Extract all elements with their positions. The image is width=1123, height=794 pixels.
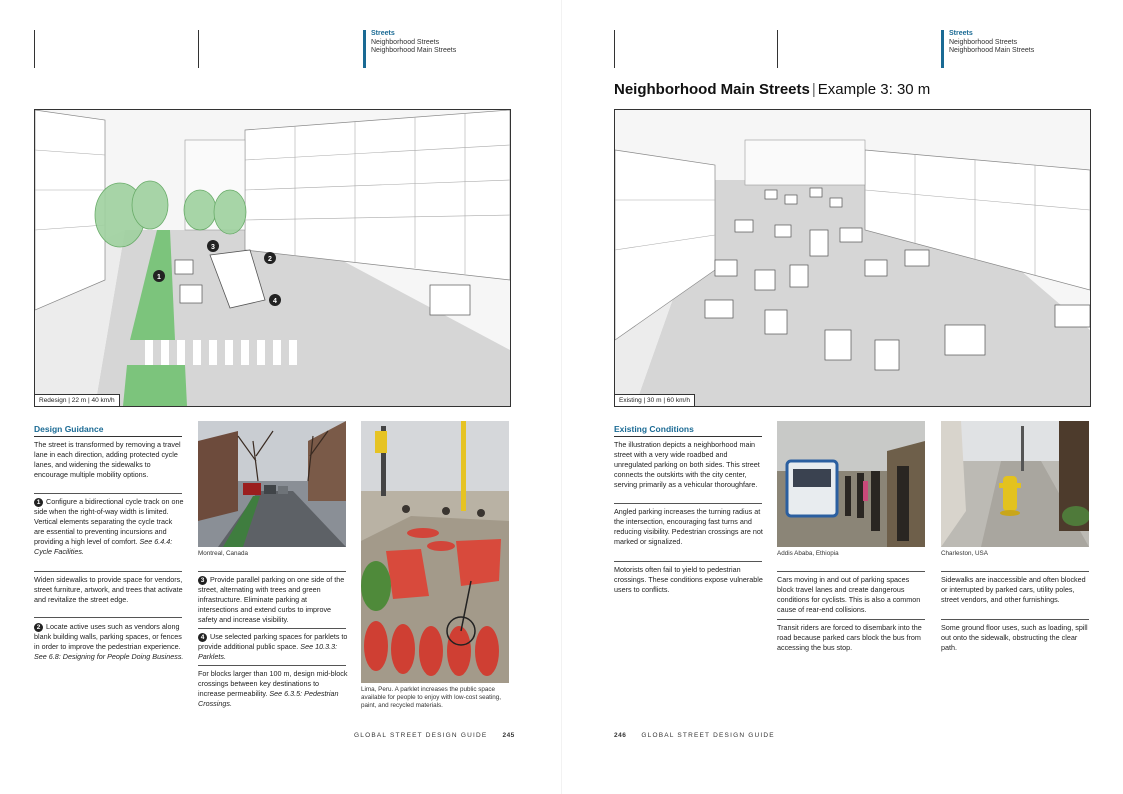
footer-right: 246 GLOBAL STREET DESIGN GUIDE	[614, 732, 775, 739]
illustration-caption: Redesign | 22 m | 40 km/h	[35, 394, 120, 406]
existing-illustration: Existing | 30 m | 60 km/h	[614, 109, 1091, 407]
title-main: Neighborhood Main Streets	[614, 81, 810, 98]
divider	[198, 628, 346, 629]
addis-text-2: Transit riders are forced to disembark i…	[777, 623, 922, 652]
header-rule	[614, 30, 615, 68]
charleston-text-1: Sidewalks are inaccessible and often blo…	[941, 575, 1086, 604]
svg-text:4: 4	[273, 298, 277, 305]
header-rule	[777, 30, 778, 68]
crumb-streets[interactable]: Streets	[371, 30, 395, 37]
right-page: Streets Neighborhood Streets Neighborhoo…	[562, 0, 1123, 794]
design-guidance-intro: The street is transformed by removing a …	[34, 440, 181, 479]
sidewalks-text: Widen sidewalks to provide space for ven…	[34, 575, 183, 604]
header-rule	[34, 30, 35, 68]
left-page: Streets Neighborhood Streets Neighborhoo…	[0, 0, 561, 794]
montreal-caption: Montreal, Canada	[198, 550, 249, 557]
parklets-reference: See 10.3.3: Parklets.	[198, 642, 338, 661]
montreal-photo	[198, 421, 346, 547]
breadcrumb: Streets Neighborhood Streets Neighborhoo…	[363, 30, 456, 68]
addis-ababa-caption: Addis Ababa, Ethiopia	[777, 550, 839, 557]
addis-ababa-photo	[777, 421, 925, 547]
divider	[941, 619, 1089, 620]
lima-photo	[361, 421, 509, 683]
divider	[34, 617, 182, 618]
header-rule	[198, 30, 199, 68]
footer-guide-title: GLOBAL STREET DESIGN GUIDE	[354, 732, 488, 739]
marker-1: 1	[34, 498, 43, 507]
crumb-neighborhood-main-streets[interactable]: Neighborhood Main Streets	[371, 47, 457, 54]
svg-text:1: 1	[157, 274, 161, 281]
divider	[34, 493, 182, 494]
page-title: Neighborhood Main Streets|Example 3: 30 …	[614, 81, 931, 98]
page-number-245: 245	[502, 732, 515, 739]
crumb-neighborhood-main-streets[interactable]: Neighborhood Main Streets	[949, 47, 1035, 54]
street-redesign-drawing: 1 2 3 4	[35, 110, 510, 406]
addis-text-1: Cars moving in and out of parking spaces…	[777, 575, 921, 614]
divider	[941, 571, 1089, 572]
crumb-neighborhood-streets[interactable]: Neighborhood Streets	[371, 38, 440, 46]
footer-guide-title: GLOBAL STREET DESIGN GUIDE	[641, 732, 775, 739]
divider	[198, 665, 346, 666]
page-gutter	[561, 0, 562, 794]
crumb-streets[interactable]: Streets	[949, 30, 973, 37]
cycle-facilities-reference: See 6.4.4: Cycle Facilities.	[34, 537, 173, 556]
divider	[614, 503, 762, 504]
redesign-illustration: 1 2 3 4 Redesign | 22 m | 40 km/h	[34, 109, 511, 407]
page-number-246: 246	[614, 732, 627, 739]
marker-3: 3	[198, 576, 207, 585]
marker-2: 2	[34, 623, 43, 632]
footer-left: GLOBAL STREET DESIGN GUIDE 245	[354, 732, 515, 739]
lima-caption: Lima, Peru. A parklet increases the publ…	[361, 686, 502, 709]
marker-4: 4	[198, 633, 207, 642]
divider	[614, 561, 762, 562]
divider	[34, 571, 182, 572]
svg-text:3: 3	[211, 244, 215, 251]
divider	[777, 571, 925, 572]
illustration-caption: Existing | 30 m | 60 km/h	[615, 394, 695, 406]
title-example: Example 3: 30 m	[817, 81, 931, 98]
charleston-text-2: Some ground floor uses, such as loading,…	[941, 623, 1088, 652]
svg-text:2: 2	[268, 256, 272, 263]
doing-business-reference: See 6.8: Designing for People Doing Busi…	[34, 652, 184, 661]
pedestrian-crossings-reference: See 6.3.5: Pedestrian Crossings.	[198, 689, 339, 708]
existing-p1: The illustration depicts a neighborhood …	[614, 440, 760, 489]
design-guidance-heading: Design Guidance	[34, 424, 182, 437]
divider	[198, 571, 346, 572]
divider	[777, 619, 925, 620]
charleston-photo	[941, 421, 1089, 547]
existing-p3: Motorists often fail to yield to pedestr…	[614, 565, 763, 594]
street-existing-drawing	[615, 110, 1090, 406]
existing-conditions-heading: Existing Conditions	[614, 424, 762, 437]
crumb-neighborhood-streets[interactable]: Neighborhood Streets	[949, 38, 1018, 46]
breadcrumb: Streets Neighborhood Streets Neighborhoo…	[941, 30, 1034, 68]
charleston-caption: Charleston, USA	[941, 550, 988, 557]
existing-p2: Angled parking increases the turning rad…	[614, 507, 763, 546]
mid-block-text: For blocks larger than 100 m, design mid…	[198, 669, 348, 708]
